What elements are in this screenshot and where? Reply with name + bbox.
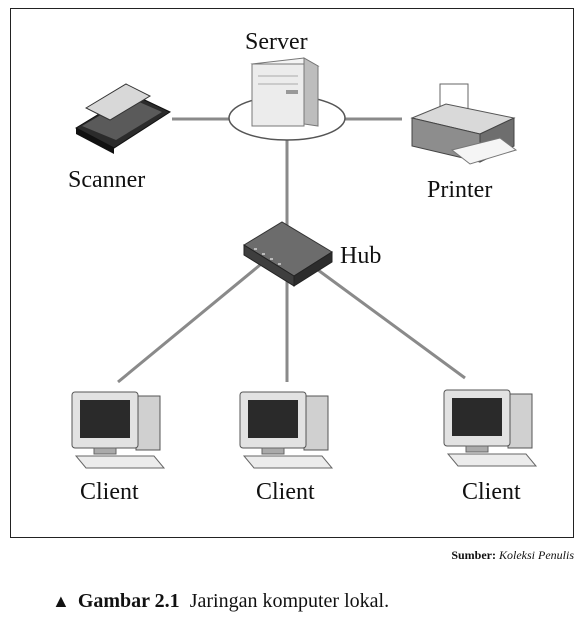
client-computer-icon-1 — [71, 391, 166, 469]
scanner-label: Scanner — [68, 167, 146, 193]
scanner-icon — [74, 83, 172, 154]
printer-icon — [410, 83, 518, 165]
link-hub-client-1 — [117, 263, 261, 384]
client-label-1: Client — [80, 479, 139, 505]
caption-number: Gambar 2.1 — [77, 590, 180, 612]
client-label-3: Client — [462, 479, 521, 505]
figure-caption: ▲ Gambar 2.1 Jaringan komputer lokal. — [52, 590, 389, 613]
link-hub-client-3 — [317, 268, 466, 380]
network-diagram — [71, 57, 538, 469]
caption-text: Jaringan komputer lokal. — [189, 590, 390, 612]
printer-label: Printer — [427, 177, 493, 203]
figure-source: Sumber: Koleksi Penulis — [451, 548, 574, 563]
triangle-up-icon: ▲ — [52, 591, 70, 611]
client-computer-icon-3 — [443, 389, 538, 467]
source-value: Koleksi Penulis — [499, 548, 574, 562]
hub-icon — [243, 221, 333, 287]
server-icon — [250, 57, 320, 127]
diagram-frame — [10, 8, 574, 538]
hub-label: Hub — [340, 243, 382, 269]
server-label: Server — [245, 29, 308, 55]
client-label-2: Client — [256, 479, 315, 505]
source-label: Sumber: — [451, 548, 496, 562]
client-computer-icon-2 — [239, 391, 334, 469]
